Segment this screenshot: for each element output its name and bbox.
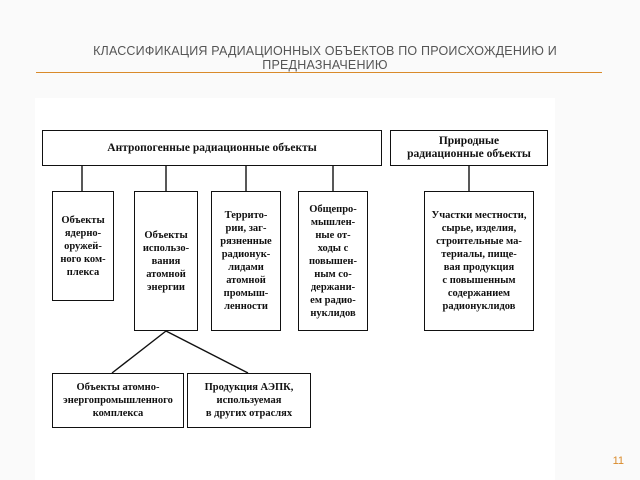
industrial-waste-node: Общепро- мышлен- ные от- ходы с повышен-… xyxy=(298,191,368,331)
aepk-products-node: Продукция АЭПК, используемая в других от… xyxy=(187,373,311,428)
atomic-energy-use-node: Объекты использо- вания атомной энергии xyxy=(134,191,198,331)
page-number: 11 xyxy=(612,455,624,467)
slide-title: КЛАССИФИКАЦИЯ РАДИАЦИОННЫХ ОБЪЕКТОВ ПО П… xyxy=(93,44,557,72)
title-divider xyxy=(36,72,602,73)
nuclear-weapons-complex-node: Объекты ядерно- оружей- ного ком- плекса xyxy=(52,191,114,301)
natural-materials-node: Участки местности, сырье, изделия, строи… xyxy=(424,191,534,331)
atomic-energy-complex-node: Объекты атомно- энергопромышленного комп… xyxy=(52,373,184,428)
contaminated-territories-node: Террито- рии, заг- рязненные радионук- л… xyxy=(211,191,281,331)
anthropogenic-objects-node: Антропогенные радиационные объекты xyxy=(42,130,382,166)
natural-objects-node: Природные радиационные объекты xyxy=(390,130,548,166)
